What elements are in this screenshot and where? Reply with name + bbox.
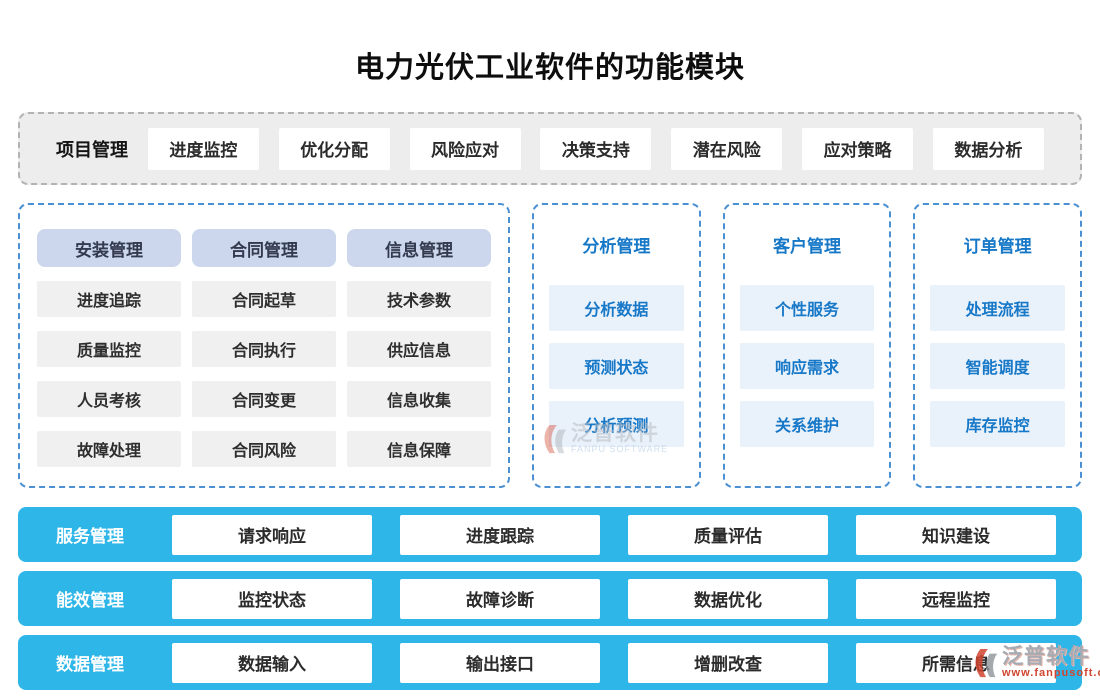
item-personalized-service: 个性服务 bbox=[739, 285, 875, 331]
band-chip-risk-response: 风险应对 bbox=[409, 127, 521, 170]
bar-data-management: 数据管理 数据输入 输出接口 增删改查 所需信息 bbox=[18, 635, 1082, 690]
band-chip-data-analysis: 数据分析 bbox=[932, 127, 1044, 170]
band-chip-response-strategy: 应对策略 bbox=[802, 127, 914, 170]
item-progress-tracking: 进度追踪 bbox=[37, 281, 181, 317]
item-fault-handling: 故障处理 bbox=[37, 431, 181, 467]
item-processing-flow: 处理流程 bbox=[930, 285, 1066, 331]
page-title: 电力光伏工业软件的功能模块 bbox=[354, 52, 745, 84]
column-installation-management: 安装管理 进度追踪 质量监控 人员考核 故障处理 bbox=[37, 229, 181, 486]
band-chip-optimal-allocation: 优化分配 bbox=[278, 127, 390, 170]
item-contract-execution: 合同执行 bbox=[192, 331, 336, 367]
item-remote-monitoring: 远程监控 bbox=[856, 578, 1056, 619]
item-fault-diagnosis: 故障诊断 bbox=[400, 578, 600, 619]
column-header-information: 信息管理 bbox=[347, 229, 491, 267]
item-analysis-data: 分析数据 bbox=[549, 285, 684, 331]
panel-order-management: 订单管理 处理流程 智能调度 库存监控 bbox=[913, 203, 1083, 488]
item-request-response: 请求响应 bbox=[172, 514, 372, 555]
project-management-band: 项目管理 进度监控 优化分配 风险应对 决策支持 潜在风险 应对策略 数据分析 bbox=[18, 112, 1082, 185]
bottom-bars: 服务管理 请求响应 进度跟踪 质量评估 知识建设 能效管理 监控状态 故障诊断 … bbox=[18, 507, 1082, 699]
item-required-information: 所需信息 bbox=[856, 642, 1056, 683]
panel-header-customer: 客户管理 bbox=[773, 236, 841, 256]
item-information-collection: 信息收集 bbox=[347, 381, 491, 417]
item-supply-information: 供应信息 bbox=[347, 331, 491, 367]
column-header-installation: 安装管理 bbox=[37, 229, 181, 267]
band-chip-potential-risk: 潜在风险 bbox=[671, 127, 783, 170]
panel-header-analysis: 分析管理 bbox=[582, 236, 651, 256]
item-monitoring-status: 监控状态 bbox=[172, 578, 372, 619]
item-crud-operations: 增删改查 bbox=[628, 642, 828, 683]
band-chip-progress-monitoring: 进度监控 bbox=[147, 127, 259, 170]
item-contract-change: 合同变更 bbox=[192, 381, 336, 417]
item-intelligent-scheduling: 智能调度 bbox=[930, 343, 1066, 389]
band-chip-decision-support: 决策支持 bbox=[540, 127, 652, 170]
item-data-input: 数据输入 bbox=[172, 642, 372, 683]
item-data-optimization: 数据优化 bbox=[628, 578, 828, 619]
panel-analysis-management: 分析管理 分析数据 预测状态 分析预测 bbox=[532, 203, 701, 488]
band-label-project-management: 项目管理 bbox=[56, 139, 128, 160]
item-contract-risk: 合同风险 bbox=[192, 431, 336, 467]
item-quality-evaluation: 质量评估 bbox=[628, 514, 828, 555]
item-relationship-maintenance: 关系维护 bbox=[739, 401, 875, 447]
item-quality-monitoring: 质量监控 bbox=[37, 331, 181, 367]
panel-customer-management: 客户管理 个性服务 响应需求 关系维护 bbox=[722, 203, 892, 488]
bar-label-service: 服务管理 bbox=[56, 527, 124, 546]
bar-label-data: 数据管理 bbox=[56, 655, 124, 674]
item-contract-drafting: 合同起草 bbox=[192, 281, 336, 317]
item-information-assurance: 信息保障 bbox=[347, 431, 491, 467]
item-respond-demand: 响应需求 bbox=[739, 343, 875, 389]
item-analysis-forecast: 分析预测 bbox=[549, 401, 684, 447]
bar-label-energy: 能效管理 bbox=[56, 591, 124, 610]
bar-service-management: 服务管理 请求响应 进度跟踪 质量评估 知识建设 bbox=[18, 507, 1082, 562]
item-knowledge-building: 知识建设 bbox=[856, 514, 1056, 555]
panel-install-contract-info: 安装管理 进度追踪 质量监控 人员考核 故障处理 合同管理 合同起草 合同执行 … bbox=[18, 203, 510, 488]
panel-header-order: 订单管理 bbox=[963, 236, 1032, 256]
item-personnel-assessment: 人员考核 bbox=[37, 381, 181, 417]
bar-energy-efficiency-management: 能效管理 监控状态 故障诊断 数据优化 远程监控 bbox=[18, 571, 1082, 626]
column-header-contract: 合同管理 bbox=[192, 229, 336, 267]
column-information-management: 信息管理 技术参数 供应信息 信息收集 信息保障 bbox=[347, 229, 491, 486]
item-technical-parameters: 技术参数 bbox=[347, 281, 491, 317]
item-inventory-monitoring: 库存监控 bbox=[930, 401, 1066, 447]
column-contract-management: 合同管理 合同起草 合同执行 合同变更 合同风险 bbox=[192, 229, 336, 486]
module-panels-row: 安装管理 进度追踪 质量监控 人员考核 故障处理 合同管理 合同起草 合同执行 … bbox=[18, 203, 1083, 488]
item-forecast-status: 预测状态 bbox=[549, 343, 684, 389]
item-progress-follow: 进度跟踪 bbox=[400, 514, 600, 555]
item-output-interface: 输出接口 bbox=[400, 642, 600, 683]
